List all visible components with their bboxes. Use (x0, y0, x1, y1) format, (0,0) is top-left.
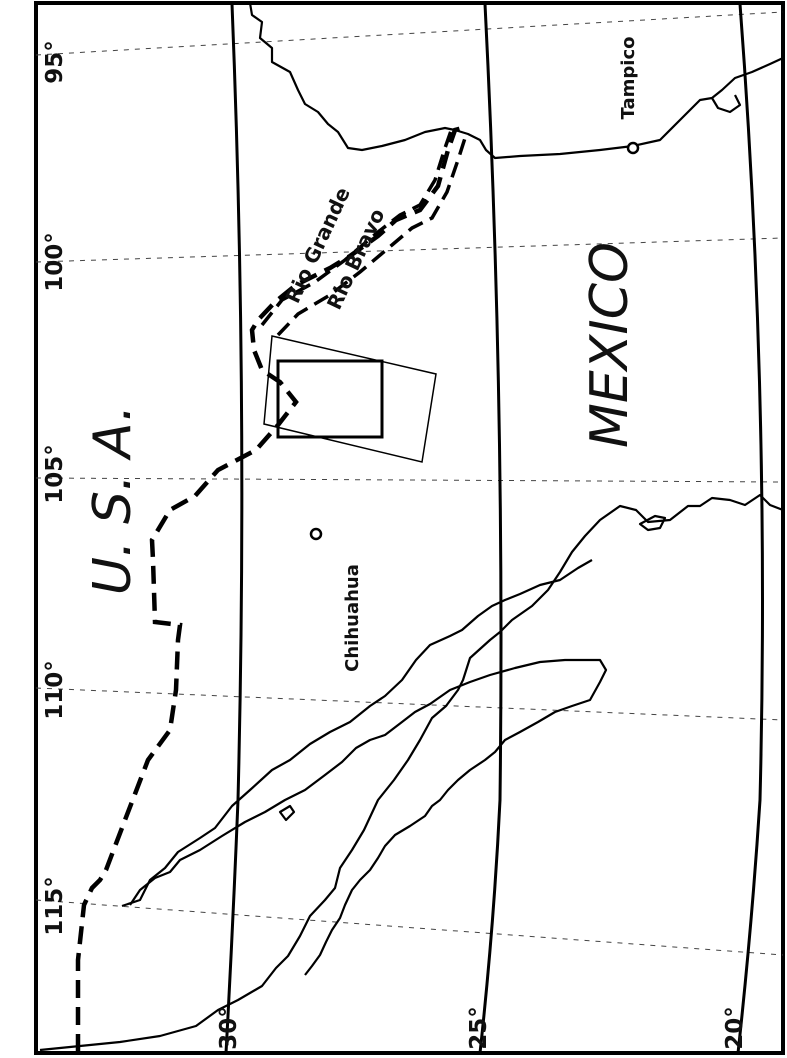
baja-california-outline (129, 658, 608, 976)
country-label-usa: U. S. A. (83, 405, 143, 595)
gulf-coastline (248, 2, 784, 160)
parallel-20 (736, 3, 764, 1054)
latitude-labels: 30° 25° 20° (216, 1006, 748, 1050)
meridian-115 (35, 899, 784, 956)
longitude-labels: 95° 100° 105° 110° 115° (42, 40, 68, 936)
projection-outline (263, 335, 437, 463)
meridian-110 (35, 687, 784, 721)
meridian-95 (35, 11, 784, 56)
chihuahua-marker (309, 527, 323, 541)
city-label-tampico: Tampico (618, 37, 639, 120)
lon-label-100: 100° (42, 232, 68, 292)
parallel-25 (478, 3, 503, 1054)
meridian-lines (35, 11, 784, 956)
island-cedros (638, 514, 667, 532)
lat-label-30: 30° (216, 1006, 242, 1050)
map-frame (34, 1, 785, 1055)
country-label-mexico: MEXICO (580, 242, 640, 448)
lon-label-110: 110° (42, 660, 68, 720)
parallel-lines (224, 3, 764, 1054)
lat-label-25: 25° (466, 1006, 492, 1050)
lon-label-105: 105° (42, 444, 68, 504)
lon-label-95: 95° (42, 40, 68, 84)
pacific-coastline (39, 493, 784, 1052)
parallel-30 (224, 3, 244, 1054)
island-small (278, 804, 296, 822)
lat-label-20: 20° (722, 1006, 748, 1050)
rio-bravo-line (276, 134, 468, 337)
lon-label-115: 115° (42, 876, 68, 936)
sonora-coastline (121, 559, 593, 908)
meridian-100 (35, 237, 784, 263)
us-mexico-border (75, 125, 463, 1052)
city-label-chihuahua: Chihuahua (342, 564, 363, 672)
study-area-box (276, 359, 384, 439)
tampico-marker (626, 141, 640, 155)
rio-grande-line (260, 127, 454, 327)
meridian-105 (35, 477, 784, 483)
tampico-coast-detail (711, 94, 742, 114)
